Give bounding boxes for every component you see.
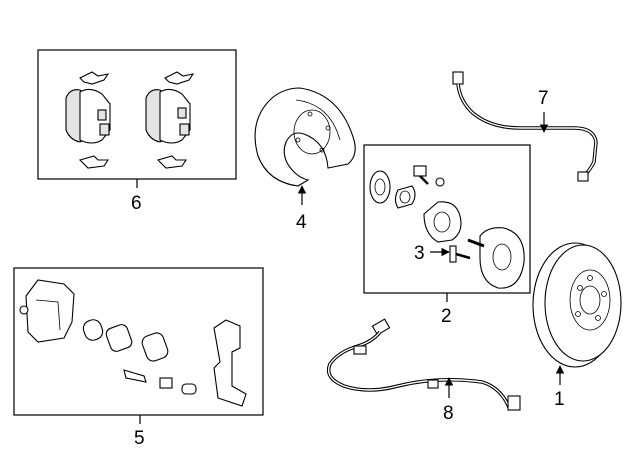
callout-3: 3: [414, 243, 425, 264]
bleeder-screw-icon: [159, 377, 173, 389]
callout-7: 7: [538, 88, 549, 109]
bearing-seal-icon: [369, 170, 391, 204]
abs-sensor-group: 8: [326, 318, 521, 424]
dust-shield-icon: [254, 87, 356, 187]
brake-pad-kit-group: 6: [37, 49, 237, 214]
sensor-connector-icon: [371, 318, 391, 336]
pad-clip-icon: [79, 71, 110, 85]
hose-fitting-icon: [577, 171, 589, 182]
dust-boot-icon: [82, 319, 104, 341]
brake-hose-icon: [456, 83, 598, 178]
wheel-hub-icon: [423, 201, 462, 243]
piston-icon: [141, 332, 169, 362]
callout-5: 5: [134, 428, 145, 449]
caliper-kit-group: 5: [13, 267, 264, 449]
brake-hose-group: 7: [452, 71, 598, 182]
hub-assembly-group: 3 2: [363, 144, 531, 327]
caliper-bracket-icon: [213, 319, 247, 407]
washer-icon: [435, 177, 445, 187]
abs-sensor-wire-icon: [326, 330, 512, 411]
hose-fitting-icon: [452, 71, 464, 85]
sensor-head-icon: [507, 395, 521, 411]
hub-nut-icon: [413, 165, 427, 177]
bearing-race-icon: [394, 185, 416, 209]
caliper-kit-frame: [13, 267, 264, 416]
pad-clip-icon: [78, 155, 110, 169]
hub-flange-icon: [479, 227, 525, 289]
caliper-icon: [25, 279, 75, 343]
callout-4: 4: [296, 212, 307, 233]
callout-8: 8: [443, 403, 454, 424]
pin-boot-icon: [181, 383, 197, 395]
pad-clip-icon: [156, 155, 188, 169]
brake-rotor-group: 1: [532, 242, 622, 410]
guide-pin-icon: [123, 369, 147, 383]
callout-6: 6: [131, 193, 142, 214]
wheel-stud-icon: [449, 245, 457, 263]
callout-2: 2: [441, 306, 452, 327]
pad-clip-icon: [164, 71, 195, 85]
callout-1: 1: [554, 389, 565, 410]
piston-seal-icon: [105, 324, 133, 352]
dust-shield-group: 4: [254, 87, 356, 233]
